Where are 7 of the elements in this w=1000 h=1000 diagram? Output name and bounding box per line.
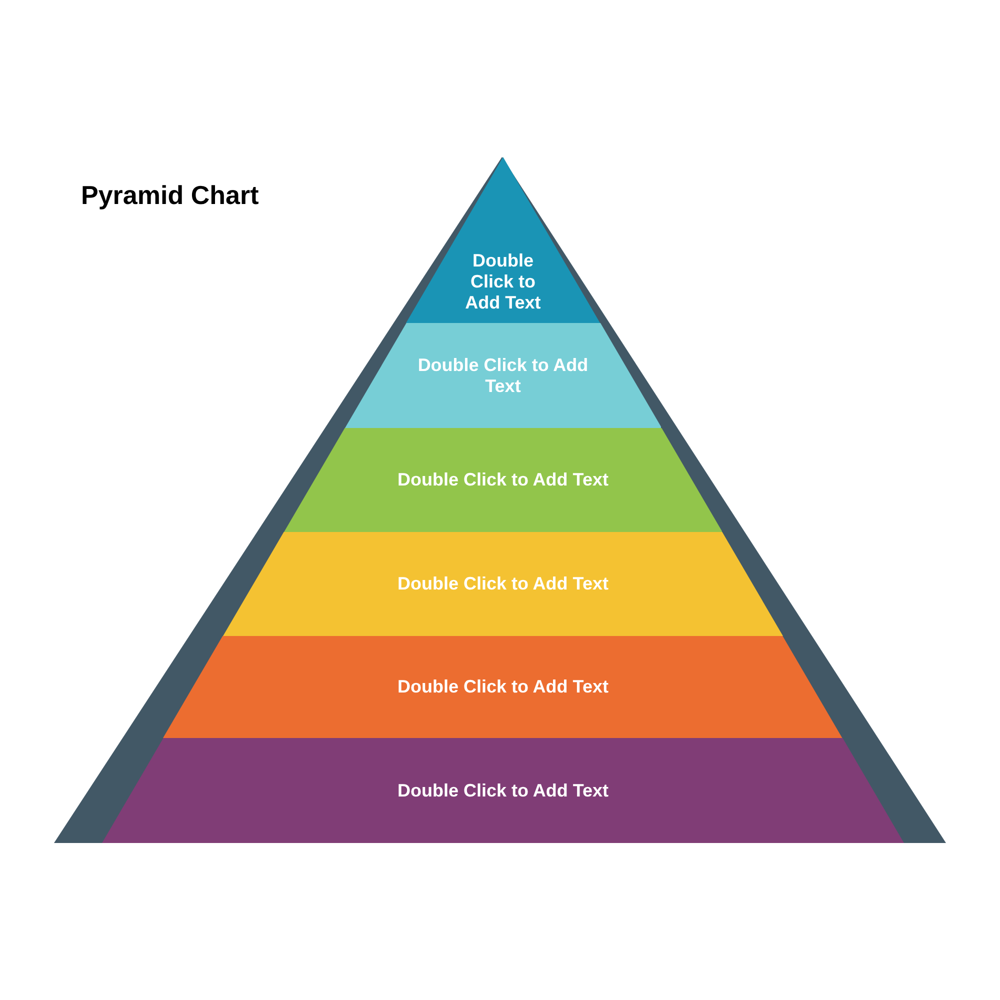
band-label: Double Click to Add Text — [396, 780, 610, 801]
band-label: Double Click to Add Text — [396, 470, 610, 490]
band-label: Double Click to Add Text — [396, 676, 610, 698]
band-label: Double Click to Add Text — [396, 574, 610, 594]
chart-title: Pyramid Chart — [81, 180, 259, 211]
band-label: Double Click to Add Text — [464, 250, 542, 313]
band-label: Double Click to Add Text — [416, 354, 590, 396]
